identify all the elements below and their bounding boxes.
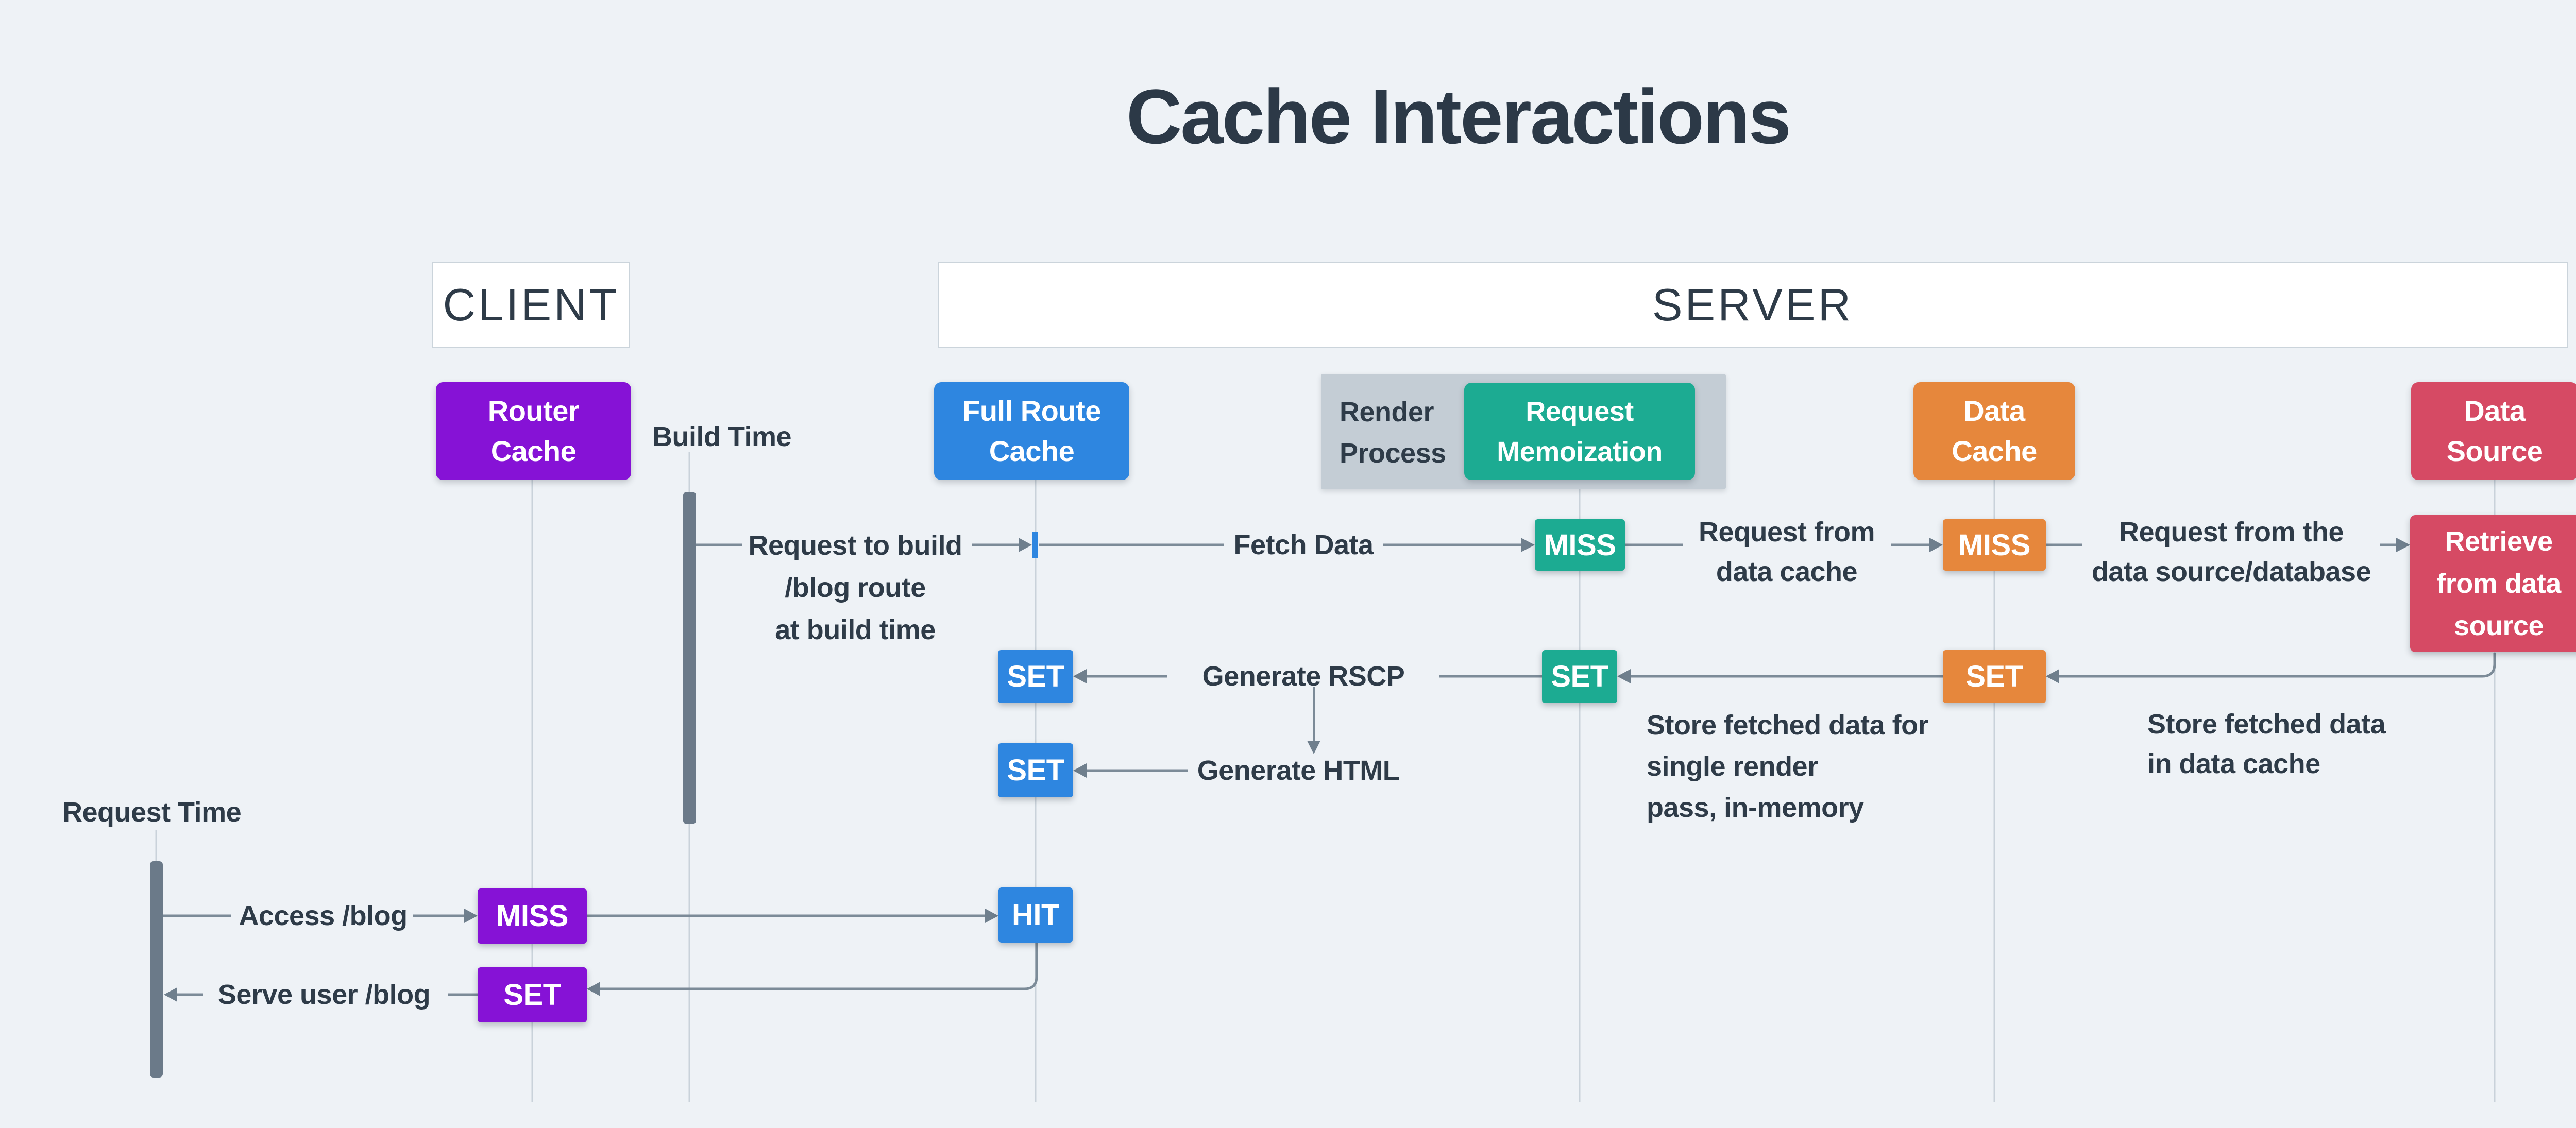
generate-rscp-label: Generate RSCP: [1202, 661, 1405, 692]
router-cache-label-2: Cache: [490, 435, 577, 467]
request-from-data-source-line-2: data source/database: [2091, 556, 2371, 587]
request-from-data-source-label: Request from the data source/database: [2092, 512, 2371, 592]
data-cache-node: Data Cache: [1913, 382, 2075, 480]
access-blog-label: Access /blog: [239, 900, 408, 931]
store-in-memory-line-2: single render: [1647, 751, 1818, 782]
full-route-set-rscp-badge: SET: [998, 650, 1073, 703]
render-process-label: Render Process: [1340, 391, 1446, 474]
request-memoization-label-1: Request: [1526, 396, 1634, 427]
full-route-cache-label-2: Cache: [989, 435, 1075, 467]
activation-bars: [150, 492, 696, 1078]
memoization-miss-badge: MISS: [1535, 519, 1625, 571]
router-set-badge: SET: [478, 967, 587, 1022]
render-process-label-2: Process: [1340, 438, 1446, 469]
client-lane-label: CLIENT: [443, 279, 620, 330]
serve-user-blog-label: Serve user /blog: [217, 979, 431, 1010]
full-route-cache-node: Full Route Cache: [934, 382, 1129, 480]
request-from-data-cache-line-2: data cache: [1716, 556, 1858, 587]
router-cache-label-1: Router: [487, 395, 580, 427]
data-cache-miss-badge: MISS: [1943, 519, 2046, 571]
request-from-data-cache-line-1: Request from: [1698, 517, 1875, 548]
data-source-label-2: Source: [2446, 435, 2543, 467]
server-lane-label: SERVER: [1652, 279, 1854, 330]
data-cache-set-badge: SET: [1943, 650, 2046, 703]
request-time-label: Request Time: [62, 797, 242, 828]
retrieve-line-3: source: [2453, 610, 2544, 641]
data-source-label-1: Data: [2464, 395, 2526, 427]
store-in-data-cache-line-1: Store fetched data: [2147, 709, 2386, 740]
store-in-memory-line-3: pass, in-memory: [1647, 792, 1864, 823]
retrieve-from-data-source-badge: Retrieve from data source: [2410, 515, 2576, 652]
request-to-build-line-2: /blog route: [785, 572, 926, 603]
request-from-data-cache-label: Request from data cache: [1699, 512, 1875, 592]
message-lines: [163, 543, 2496, 996]
data-source-node: Data Source: [2411, 382, 2576, 480]
retrieve-line-2: from data: [2436, 568, 2561, 599]
full-route-set-html-badge: SET: [998, 743, 1073, 797]
store-in-memory-line-1: Store fetched data for: [1647, 710, 1929, 741]
store-in-memory-note: Store fetched data for single render pas…: [1647, 705, 1929, 828]
data-cache-label-2: Cache: [1952, 435, 2037, 467]
generate-html-label: Generate HTML: [1197, 755, 1400, 786]
fetch-data-label: Fetch Data: [1233, 529, 1374, 560]
router-miss-badge: MISS: [478, 888, 587, 944]
request-memoization-node: Request Memoization: [1464, 383, 1695, 480]
client-lane-header: CLIENT: [432, 262, 630, 348]
request-from-data-source-line-1: Request from the: [2119, 517, 2344, 548]
request-to-build-line-3: at build time: [775, 614, 936, 645]
full-route-cache-label-1: Full Route: [962, 395, 1101, 427]
server-lane-header: SERVER: [938, 262, 2568, 348]
retrieve-line-1: Retrieve: [2445, 526, 2553, 557]
arrowheads: [164, 538, 2410, 1002]
request-to-build-line-1: Request to build: [748, 530, 962, 561]
store-in-data-cache-note: Store fetched data in data cache: [2147, 705, 2386, 784]
request-memoization-label-2: Memoization: [1497, 436, 1663, 467]
page-title: Cache Interactions: [1126, 73, 1791, 160]
router-cache-node: Router Cache: [436, 382, 631, 480]
build-time-label: Build Time: [652, 421, 792, 452]
render-process-label-1: Render: [1340, 397, 1434, 428]
data-cache-label-1: Data: [1963, 395, 2025, 427]
memoization-set-badge: SET: [1542, 650, 1617, 703]
store-in-data-cache-line-2: in data cache: [2147, 748, 2320, 779]
full-route-hit-badge: HIT: [998, 887, 1073, 943]
request-to-build-label: Request to build /blog route at build ti…: [749, 524, 962, 651]
full-route-lifeline-tick: [1032, 532, 1038, 558]
